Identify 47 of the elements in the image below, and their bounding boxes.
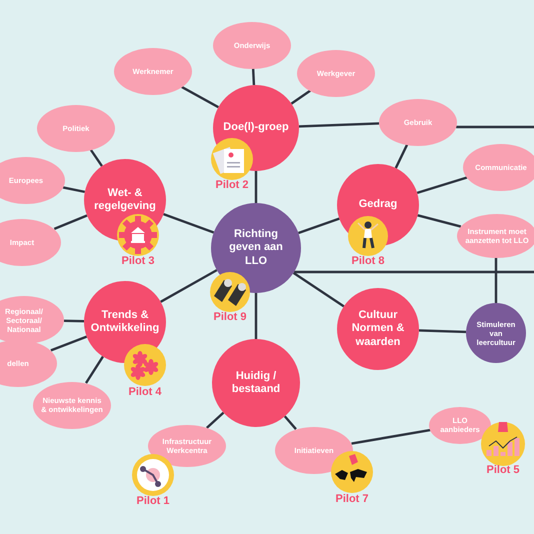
connector-line [254, 171, 258, 203]
pilot-label: Pilot 4 [128, 386, 162, 398]
connector-line [160, 269, 218, 303]
connector-line [494, 258, 498, 303]
node-label: Trends & Ontwikkeling [90, 308, 160, 336]
connector-line [163, 212, 214, 234]
connector-line [298, 122, 380, 128]
pilot-label: Pilot 5 [486, 464, 520, 476]
node-label: Wet- & regelgeving [93, 186, 157, 214]
connector-line [456, 126, 534, 128]
node-label: Cultuur Normen & waarden [350, 309, 406, 349]
connector-line [394, 144, 408, 169]
connector-line [85, 356, 104, 384]
node-label: Doe(l)-groep [222, 121, 290, 135]
connector-line [90, 149, 103, 167]
subtopic-ellipse [463, 144, 534, 190]
connector-line [417, 214, 462, 228]
connector-line [416, 176, 468, 194]
connector-line [64, 320, 84, 322]
connector-line [50, 336, 88, 352]
connector-line [418, 329, 466, 334]
connector-line [294, 270, 534, 274]
subtopic-ellipse [0, 340, 57, 386]
pilot-label: Pilot 7 [336, 493, 368, 505]
pilot-label: Pilot 2 [216, 179, 248, 191]
connector-line [206, 412, 224, 429]
pilot-label: Pilot 3 [122, 255, 154, 267]
connector-line [252, 68, 256, 86]
node-label: Gedrag [358, 198, 398, 212]
node-label: Richting geven aan LLO [228, 228, 284, 268]
connector-line [292, 272, 344, 308]
connector-line [54, 214, 88, 230]
connector-line [290, 90, 311, 105]
subtopic-ellipse [148, 425, 226, 467]
subtopic-ellipse [0, 156, 65, 204]
connector-line [181, 86, 219, 108]
connector-line [284, 415, 297, 430]
node-label: Huidig / bestaand [230, 370, 282, 396]
connector-line [298, 218, 340, 234]
subtopic-ellipse [0, 218, 61, 266]
connector-line [254, 293, 258, 339]
connector-line [62, 186, 86, 194]
pilot-label: Pilot 8 [352, 255, 384, 267]
connector-line [351, 428, 430, 445]
pilot-label: Pilot 9 [214, 311, 246, 323]
pilot-label: Pilot 1 [136, 495, 170, 507]
subtopic-ellipse [457, 214, 534, 258]
